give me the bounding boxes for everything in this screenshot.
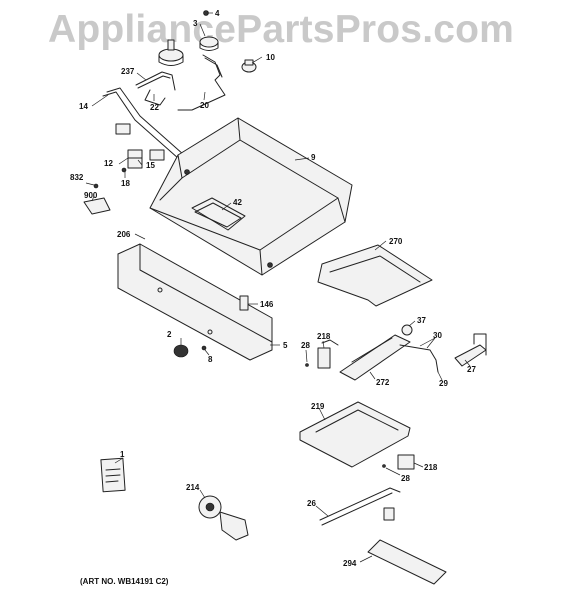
callout-8: 8 <box>208 355 213 364</box>
knob-2 <box>173 344 207 358</box>
callout-272: 272 <box>376 378 390 387</box>
callout-4: 4 <box>215 9 220 18</box>
callout-9: 9 <box>311 153 316 162</box>
manual-1 <box>100 457 126 493</box>
callout-14: 14 <box>79 102 88 111</box>
callout-1: 1 <box>120 450 125 459</box>
valve-214 <box>198 495 249 541</box>
leader-lines <box>85 12 471 563</box>
callout-2: 2 <box>167 330 172 339</box>
callout-29: 29 <box>439 379 448 388</box>
burner-plate-219 <box>299 401 415 470</box>
valve-assembly-top <box>158 10 257 111</box>
callout-27: 27 <box>467 365 476 374</box>
callout-37: 37 <box>417 316 426 325</box>
manifold-tube-14 <box>102 87 211 183</box>
art-number: (ART NO. WB14191 C2) <box>80 577 169 586</box>
lower-tube-26 <box>319 487 401 526</box>
callout-28-lower: 28 <box>401 474 410 483</box>
callout-206: 206 <box>117 230 131 239</box>
callout-3: 3 <box>193 19 198 28</box>
bracket-832-900 <box>83 183 111 215</box>
callout-42: 42 <box>233 198 242 207</box>
callout-832: 832 <box>70 173 84 182</box>
callout-218-upper: 218 <box>317 332 331 341</box>
callout-28-upper: 28 <box>301 341 310 350</box>
callout-22: 22 <box>150 103 159 112</box>
callout-18: 18 <box>121 179 130 188</box>
callout-146: 146 <box>260 300 274 309</box>
burner-272-assembly <box>305 324 487 381</box>
rail-294 <box>367 539 447 585</box>
callout-labels: 4 3 10 237 22 20 14 9 12 15 18 832 900 4… <box>70 9 476 568</box>
callout-294: 294 <box>343 559 357 568</box>
callout-214: 214 <box>186 483 200 492</box>
callout-5: 5 <box>283 341 288 350</box>
callout-30: 30 <box>433 331 442 340</box>
burner-plate-270 <box>317 244 433 307</box>
callout-218-lower: 218 <box>424 463 438 472</box>
callout-219: 219 <box>311 402 325 411</box>
bracket-12-15 <box>121 149 143 173</box>
callout-10: 10 <box>266 53 275 62</box>
callout-270: 270 <box>389 237 403 246</box>
callout-26: 26 <box>307 499 316 508</box>
tube-237-22 <box>135 71 176 106</box>
callout-900: 900 <box>84 191 98 200</box>
burner-box-9 <box>149 117 353 276</box>
callout-12: 12 <box>104 159 113 168</box>
watermark-logo: AppliancePartsPros.com <box>47 8 515 51</box>
callout-237: 237 <box>121 67 135 76</box>
callout-20: 20 <box>200 101 209 110</box>
front-rail-5 <box>117 243 273 361</box>
callout-15: 15 <box>146 161 155 170</box>
